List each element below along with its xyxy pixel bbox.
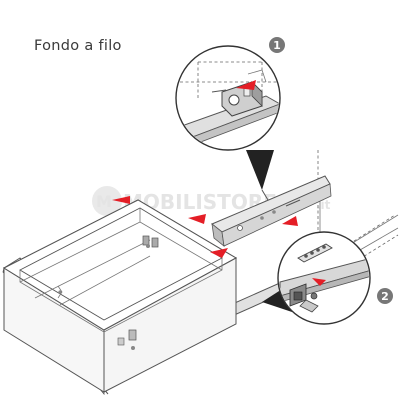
direction-arrows (112, 196, 298, 258)
diagram-title: Fondo a filo (34, 38, 122, 54)
arrow-left-icon (210, 248, 228, 258)
svg-text:M: M (96, 192, 112, 211)
callout-2-detail (277, 231, 371, 325)
callout-1-detail (175, 45, 281, 151)
callout-1-number: 1 (273, 39, 281, 52)
arrow-right-icon (282, 216, 298, 226)
drawer-box (2, 199, 238, 396)
callout-1-badge: 1 (269, 37, 285, 53)
callout-2-number: 2 (381, 290, 389, 303)
arrow-right-icon (236, 80, 256, 90)
callout-1-pointer (246, 150, 274, 190)
watermark-logo-icon (92, 186, 122, 216)
arrow-left-icon (188, 214, 206, 224)
arrow-up-icon (312, 278, 326, 286)
callout-2-badge: 2 (377, 288, 393, 304)
cabinet-runner (211, 175, 332, 247)
arrow-left-icon (112, 196, 130, 204)
